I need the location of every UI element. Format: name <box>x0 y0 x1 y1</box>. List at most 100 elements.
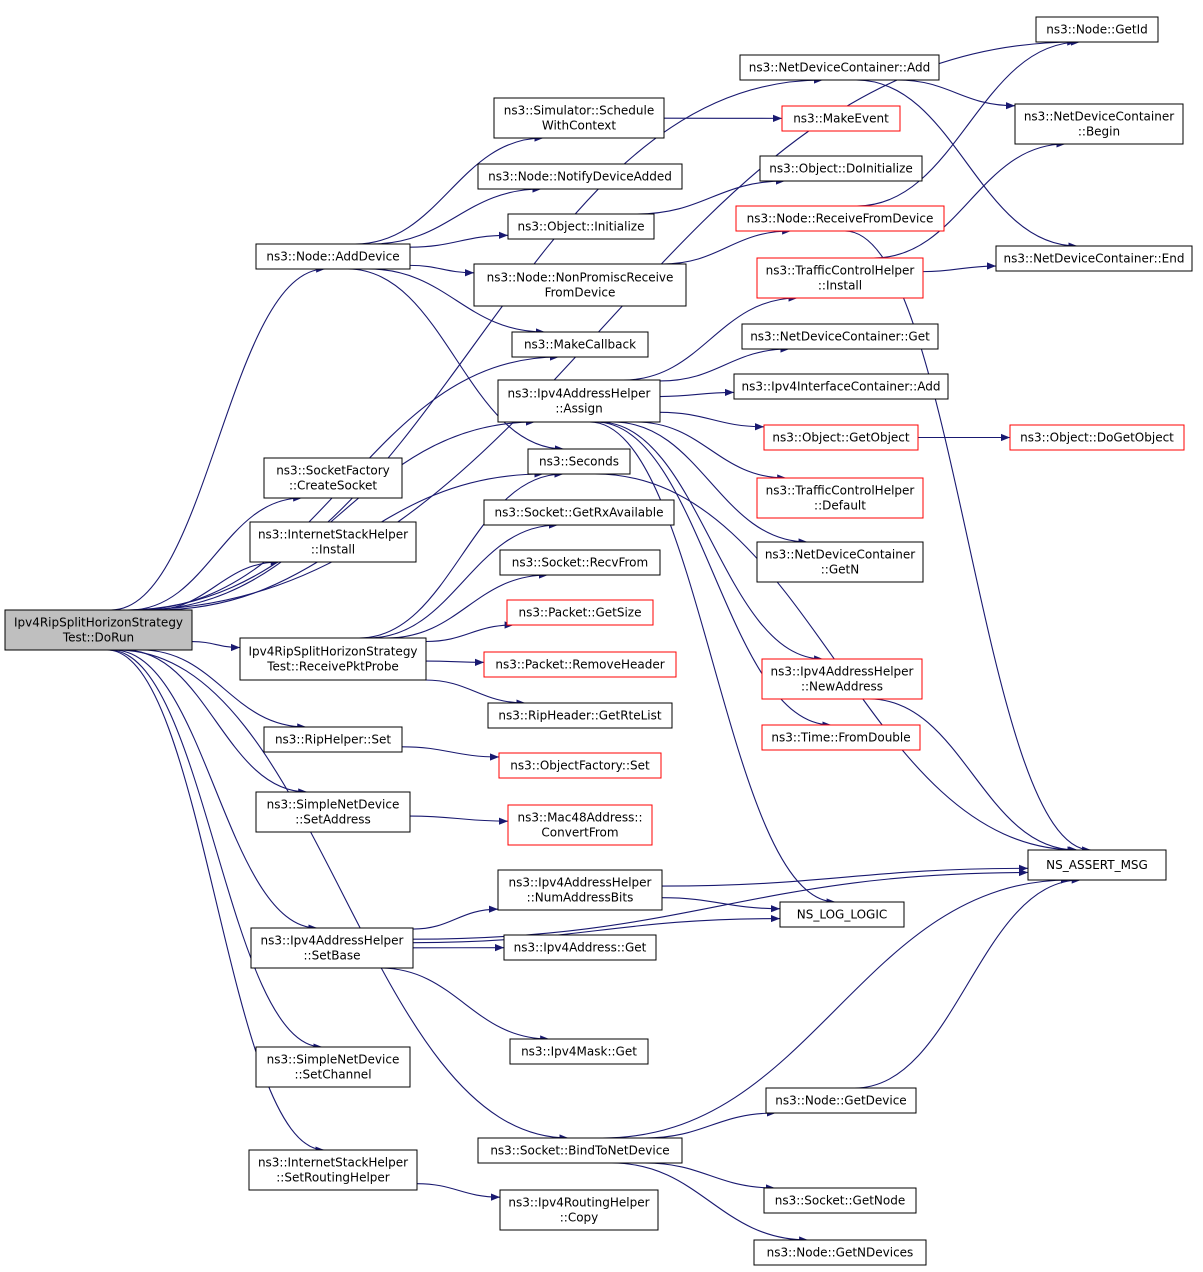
edge-numaddrbits-to-assertmsg <box>661 864 1029 887</box>
node-loglogic[interactable]: NS_LOG_LOGIC <box>779 901 905 928</box>
node-adddevice[interactable]: ns3::Node::AddDevice <box>255 243 411 270</box>
node-tchdefault[interactable]: ns3::TrafficControlHelper::Default <box>756 477 924 519</box>
node-dogetobject[interactable]: ns3::Object::DoGetObject <box>1009 424 1185 451</box>
node-riphelperset[interactable]: ns3::RipHelper::Set <box>263 726 403 753</box>
node-ipv4assign[interactable]: ns3::Ipv4AddressHelper::Assign <box>497 379 661 423</box>
node-convertfrom[interactable]: ns3::Mac48Address::ConvertFrom <box>507 804 653 846</box>
call-edges <box>107 38 1092 1244</box>
node-ndcget[interactable]: ns3::NetDeviceContainer::Get <box>741 323 939 350</box>
node-setchannel-box <box>255 1046 411 1088</box>
node-ndcend-label-0: ns3::NetDeviceContainer::End <box>1003 252 1184 266</box>
node-ndcgetn-label-1: ::GetN <box>821 563 859 577</box>
node-setroutinghelper[interactable]: ns3::InternetStackHelper::SetRoutingHelp… <box>248 1149 418 1191</box>
node-fromdouble[interactable]: ns3::Time::FromDouble <box>761 724 921 751</box>
node-sfcreatesock-box <box>263 457 403 499</box>
node-objdoinit[interactable]: ns3::Object::DoInitialize <box>759 155 923 182</box>
edge-adddevice-to-schedctx <box>355 134 544 245</box>
edge-dorun-to-riphelperset <box>141 649 307 731</box>
node-getrxavail[interactable]: ns3::Socket::GetRxAvailable <box>483 499 675 526</box>
edge-nonpromisc-to-recvfromdev <box>662 227 792 265</box>
node-bindtonetdev[interactable]: ns3::Socket::BindToNetDevice <box>477 1137 683 1164</box>
node-recvfromdev[interactable]: ns3::Node::ReceiveFromDevice <box>735 205 945 232</box>
node-nodegetdevice[interactable]: ns3::Node::GetDevice <box>765 1087 917 1114</box>
node-sfcreatesock[interactable]: ns3::SocketFactory::CreateSocket <box>263 457 403 499</box>
node-ndcgetn[interactable]: ns3::NetDeviceContainer::GetN <box>756 541 924 583</box>
node-iicadd-label-0: ns3::Ipv4InterfaceContainer::Add <box>742 380 941 394</box>
node-nodegetdevice-box <box>765 1087 917 1114</box>
edge-ipv4assign-to-tchinstall <box>623 294 798 381</box>
node-dorun-label-0: Ipv4RipSplitHorizonStrategy <box>14 616 183 630</box>
node-setbase-box <box>250 927 414 969</box>
node-numaddrbits[interactable]: ns3::Ipv4AddressHelper::NumAddressBits <box>497 869 663 911</box>
edge-recvprobe-to-seconds <box>359 470 564 639</box>
node-getrtelist[interactable]: ns3::RipHeader::GetRteList <box>487 702 673 729</box>
node-recvfrom[interactable]: ns3::Socket::RecvFrom <box>499 549 661 576</box>
node-makecallback[interactable]: ns3::MakeCallback <box>511 331 649 358</box>
node-setbase-label-0: ns3::Ipv4AddressHelper <box>261 934 404 948</box>
node-seconds[interactable]: ns3::Seconds <box>527 448 631 475</box>
node-setroutinghelper-label-0: ns3::InternetStackHelper <box>258 1156 408 1170</box>
node-makeevent-label-0: ns3::MakeEvent <box>793 112 889 126</box>
node-newaddress-box <box>761 658 923 700</box>
edge-setbase-to-loglogic <box>412 914 781 944</box>
node-ipv4maskget[interactable]: ns3::Ipv4Mask::Get <box>509 1038 649 1065</box>
node-setroutinghelper-label-1: ::SetRoutingHelper <box>276 1171 390 1185</box>
node-numaddrbits-box <box>497 869 663 911</box>
node-iicadd[interactable]: ns3::Ipv4InterfaceContainer::Add <box>733 373 949 400</box>
edge-ipv4assign-to-iicadd <box>659 388 735 398</box>
node-fromdouble-label-0: ns3::Time::FromDouble <box>771 731 910 745</box>
edge-dorun-to-setaddress <box>124 649 308 796</box>
node-recvfromdev-box <box>735 205 945 232</box>
node-ndcgetn-box <box>756 541 924 583</box>
node-objfactset[interactable]: ns3::ObjectFactory::Set <box>498 752 662 779</box>
node-makeevent[interactable]: ns3::MakeEvent <box>781 105 901 132</box>
node-objfactset-label-0: ns3::ObjectFactory::Set <box>510 759 650 773</box>
node-nodegetid[interactable]: ns3::Node::GetId <box>1035 16 1159 43</box>
edge-setaddress-to-convertfrom <box>409 815 509 825</box>
node-removeheader[interactable]: ns3::Packet::RemoveHeader <box>483 651 677 678</box>
node-tchinstall[interactable]: ns3::TrafficControlHelper::Install <box>756 257 924 299</box>
node-setbase[interactable]: ns3::Ipv4AddressHelper::SetBase <box>250 927 414 969</box>
edge-numaddrbits-to-loglogic <box>661 897 781 913</box>
node-notifydev-label-0: ns3::Node::NotifyDeviceAdded <box>488 170 672 184</box>
node-getobject[interactable]: ns3::Object::GetObject <box>763 424 919 451</box>
node-setaddress-box <box>255 791 411 833</box>
edge-dorun-to-recvprobe <box>191 641 241 652</box>
node-ndcgetn-label-0: ns3::NetDeviceContainer <box>765 548 915 562</box>
node-dogetobject-box <box>1009 424 1185 451</box>
edge-dorun-to-setchannel <box>109 649 323 1051</box>
edge-recvprobe-to-getrxavail <box>368 521 559 639</box>
node-ndcbegin-label-1: ::Begin <box>1078 125 1120 139</box>
node-setaddress[interactable]: ns3::SimpleNetDevice::SetAddress <box>255 791 411 833</box>
edge-bindtonetdev-to-nodegetdevice <box>645 1109 776 1139</box>
node-recvfromdev-label-0: ns3::Node::ReceiveFromDevice <box>747 212 934 226</box>
node-routingcopy[interactable]: ns3::Ipv4RoutingHelper::Copy <box>499 1189 659 1231</box>
node-assertmsg-box <box>1027 849 1167 881</box>
edge-tchinstall-to-ndcend <box>922 262 997 273</box>
node-setchannel-label-1: ::SetChannel <box>294 1068 371 1082</box>
node-objinit[interactable]: ns3::Object::Initialize <box>507 213 655 240</box>
node-ishinstall[interactable]: ns3::InternetStackHelper::Install <box>249 521 417 563</box>
node-seconds-label-0: ns3::Seconds <box>539 455 619 469</box>
node-ndcend[interactable]: ns3::NetDeviceContainer::End <box>995 245 1193 272</box>
node-ndcbegin[interactable]: ns3::NetDeviceContainer::Begin <box>1014 103 1184 145</box>
edge-ipv4assign-to-loglogic <box>589 421 836 906</box>
node-sockgetnode[interactable]: ns3::Socket::GetNode <box>763 1187 917 1214</box>
node-recvprobe[interactable]: Ipv4RipSplitHorizonStrategyTest::Receive… <box>239 637 427 681</box>
node-newaddress[interactable]: ns3::Ipv4AddressHelper::NewAddress <box>761 658 923 700</box>
node-ipv4addrget[interactable]: ns3::Ipv4Address::Get <box>503 934 657 961</box>
node-assertmsg[interactable]: NS_ASSERT_MSG <box>1027 849 1167 881</box>
node-recvprobe-box <box>239 637 427 681</box>
node-ndcadd[interactable]: ns3::NetDeviceContainer::Add <box>739 54 940 81</box>
node-getndevices[interactable]: ns3::Node::GetNDevices <box>753 1239 927 1266</box>
node-notifydev[interactable]: ns3::Node::NotifyDeviceAdded <box>477 163 683 190</box>
node-setchannel[interactable]: ns3::SimpleNetDevice::SetChannel <box>255 1046 411 1088</box>
node-getndevices-box <box>753 1239 927 1266</box>
edge-bindtonetdev-to-assertmsg <box>602 876 1070 1139</box>
node-loglogic-label-0: NS_LOG_LOGIC <box>797 908 888 922</box>
node-pktgetsize[interactable]: ns3::Packet::GetSize <box>506 599 654 626</box>
